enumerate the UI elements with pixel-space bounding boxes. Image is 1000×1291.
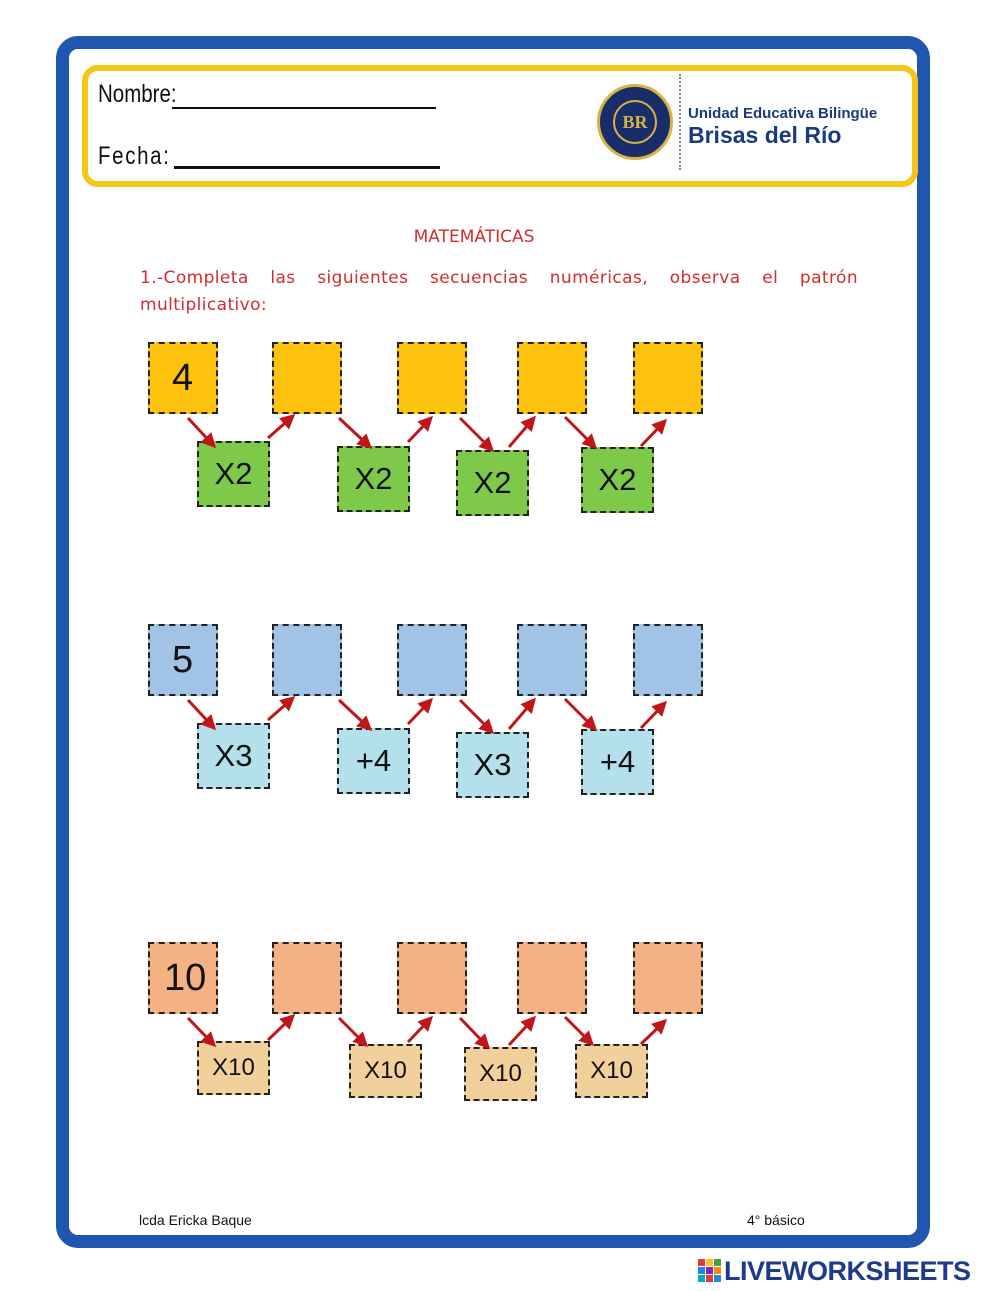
seq2-start-box: 5 [148, 624, 218, 696]
arrow-down [458, 1016, 491, 1050]
seq3-operator-box: X10 [464, 1047, 537, 1101]
seq1-answer-box[interactable] [272, 342, 342, 414]
seq3-operator-box: X10 [197, 1041, 270, 1095]
liveworksheets-watermark: LIVEWORKSHEETS [724, 1256, 971, 1286]
seq3-operator-box: X10 [575, 1044, 648, 1098]
arrow-up [267, 696, 296, 722]
seq1-operator-box: X2 [337, 446, 410, 512]
arrow-down [458, 698, 495, 735]
arrow-down [337, 698, 373, 732]
seq2-operator-box: X3 [197, 723, 270, 789]
name-label: Nombre: [98, 80, 177, 108]
seq1-operator-box: X2 [581, 447, 654, 513]
school-name-line1: Unidad Educativa Bilingüe [688, 105, 878, 122]
school-name-line2: Brisas del Río [688, 122, 842, 148]
arrow-down [186, 1016, 217, 1048]
arrow-up [267, 414, 296, 440]
seq2-operator-box: +4 [581, 729, 654, 795]
arrow-up [406, 415, 434, 444]
school-logo: BR [597, 84, 673, 160]
seq1-start-box: 4 [148, 342, 218, 414]
arrow-down [458, 416, 495, 453]
seq1-answer-box[interactable] [633, 342, 703, 414]
seq1-answer-box[interactable] [517, 342, 587, 414]
date-label: Fecha: [98, 142, 171, 170]
seq1-operator-box: X2 [456, 450, 529, 516]
arrow-down [563, 415, 598, 450]
arrow-up [639, 1018, 668, 1046]
arrow-up [639, 418, 668, 448]
seq2-operator-box: +4 [337, 728, 410, 794]
school-logo-initials: BR [613, 100, 657, 144]
arrow-down [337, 1016, 369, 1048]
seq3-answer-box[interactable] [633, 942, 703, 1014]
seq3-start-box: 10 [148, 942, 218, 1014]
subject-title: MATEMÁTICAS [413, 227, 535, 247]
seq2-answer-box[interactable] [272, 624, 342, 696]
arrow-down [186, 698, 217, 731]
footer-grade: 4° básico [747, 1212, 805, 1228]
arrow-up [507, 415, 536, 448]
liveworksheets-logo-icon [698, 1259, 722, 1283]
seq3-operator-box: X10 [349, 1044, 422, 1098]
seq3-answer-box[interactable] [272, 942, 342, 1014]
name-field[interactable] [172, 107, 436, 109]
seq2-answer-box[interactable] [517, 624, 587, 696]
arrow-up [406, 697, 434, 726]
arrow-down [186, 416, 217, 449]
instruction-text: 1.-Completa las siguientes secuencias nu… [140, 268, 858, 315]
header-divider [679, 74, 681, 170]
arrow-up [507, 1015, 537, 1047]
arrow-down [337, 416, 373, 450]
seq1-operator-box: X2 [197, 441, 270, 507]
seq1-answer-box[interactable] [397, 342, 467, 414]
seq3-answer-box[interactable] [517, 942, 587, 1014]
arrow-down [563, 697, 598, 732]
arrow-up [266, 1013, 296, 1042]
seq2-answer-box[interactable] [633, 624, 703, 696]
arrow-up [406, 1015, 434, 1044]
arrow-down [563, 1015, 595, 1047]
date-field[interactable] [174, 166, 440, 169]
arrow-up [507, 697, 536, 730]
seq2-answer-box[interactable] [397, 624, 467, 696]
seq2-operator-box: X3 [456, 732, 529, 798]
seq3-answer-box[interactable] [397, 942, 467, 1014]
arrow-up [639, 700, 668, 730]
footer-teacher: lcda Ericka Baque [139, 1212, 252, 1228]
header-box [82, 65, 918, 187]
